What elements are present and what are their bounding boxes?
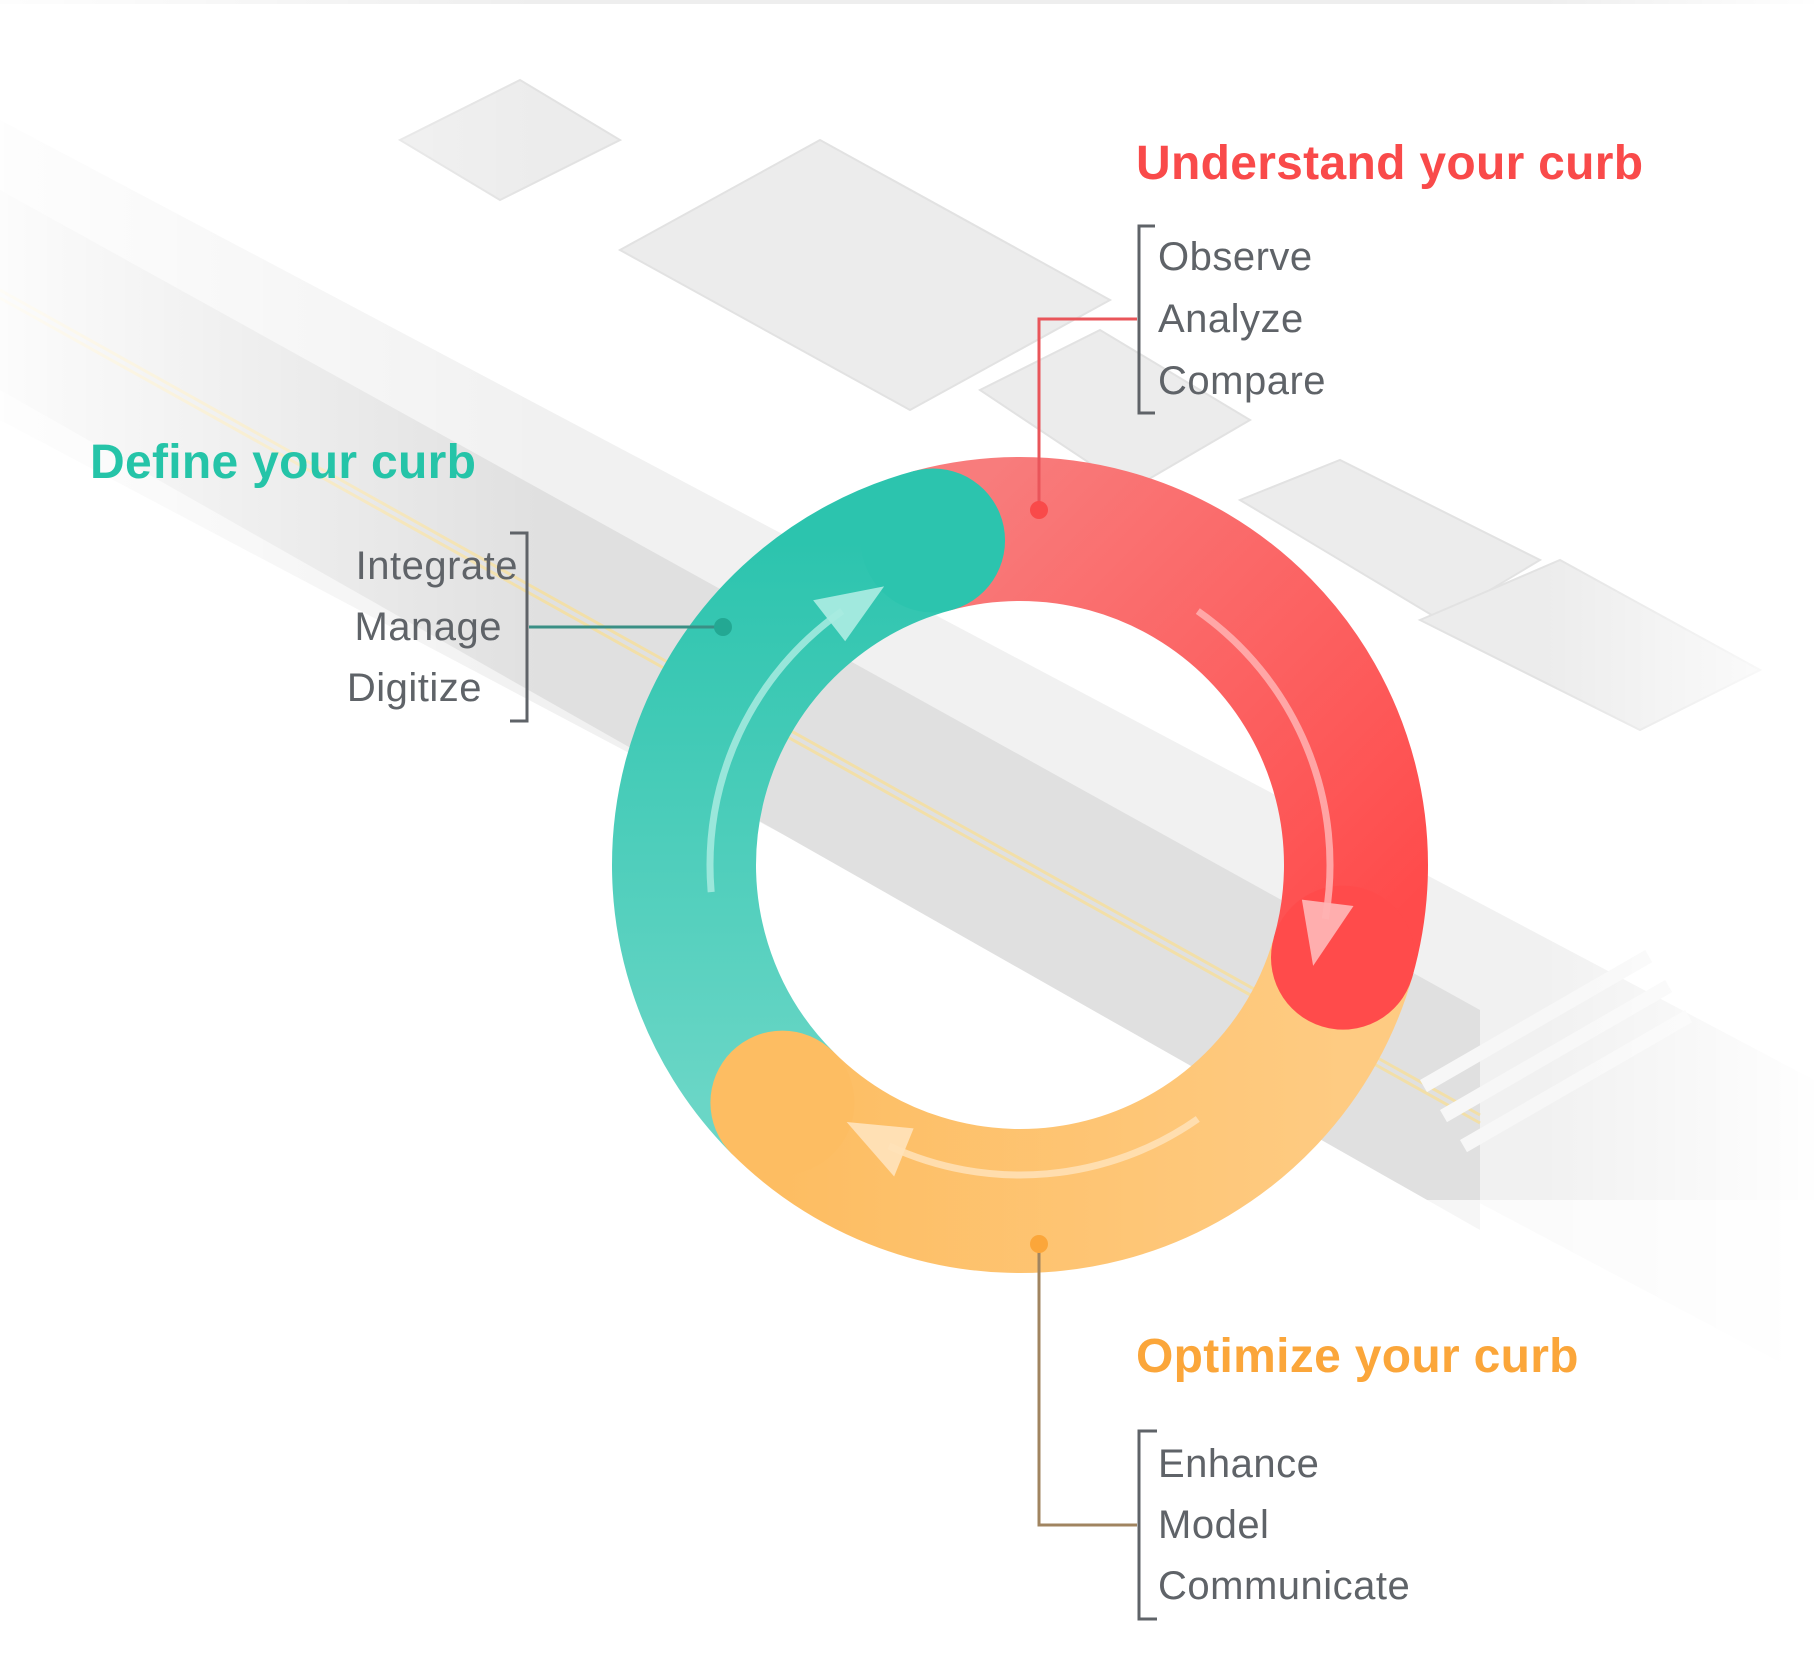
optimize-item-communicate: Communicate (1158, 1564, 1411, 1608)
understand-direction-arrow (1195, 608, 1334, 920)
understand-bracket (1137, 224, 1155, 415)
understand-arrowhead-icon (1301, 899, 1354, 966)
optimize-connector-dot (1030, 1235, 1048, 1253)
understand-item-observe: Observe (1158, 235, 1313, 279)
optimize-bracket (1137, 1429, 1157, 1621)
understand-connector (1037, 317, 1137, 510)
define-connector-dot (714, 618, 732, 636)
optimize-connector (1037, 1244, 1137, 1527)
optimize-arrowhead-icon (846, 1122, 914, 1177)
optimize-item-model: Model (1158, 1503, 1270, 1547)
optimize-title: Optimize your curb (1136, 1330, 1579, 1383)
understand-item-analyze: Analyze (1158, 297, 1304, 341)
understand-ring-segment (914, 457, 1428, 978)
optimize-segment-cap (710, 1030, 855, 1175)
understand-connector-dot (1030, 501, 1048, 519)
define-title: Define your curb (90, 436, 477, 489)
define-ring-segment (612, 470, 953, 1154)
understand-title: Understand your curb (1136, 137, 1644, 190)
define-bracket (510, 531, 529, 723)
define-segment-cap (861, 468, 1006, 613)
optimize-item-enhance: Enhance (1158, 1442, 1320, 1486)
optimize-ring-segment (731, 936, 1413, 1273)
define-item-integrate: Integrate (355, 544, 518, 588)
define-item-digitize: Digitize (346, 666, 482, 710)
define-arrowhead-icon (813, 586, 885, 642)
define-direction-arrow (706, 608, 845, 893)
optimize-direction-arrow (887, 1116, 1200, 1179)
define-item-manage: Manage (354, 605, 502, 649)
understand-item-compare: Compare (1158, 359, 1327, 403)
